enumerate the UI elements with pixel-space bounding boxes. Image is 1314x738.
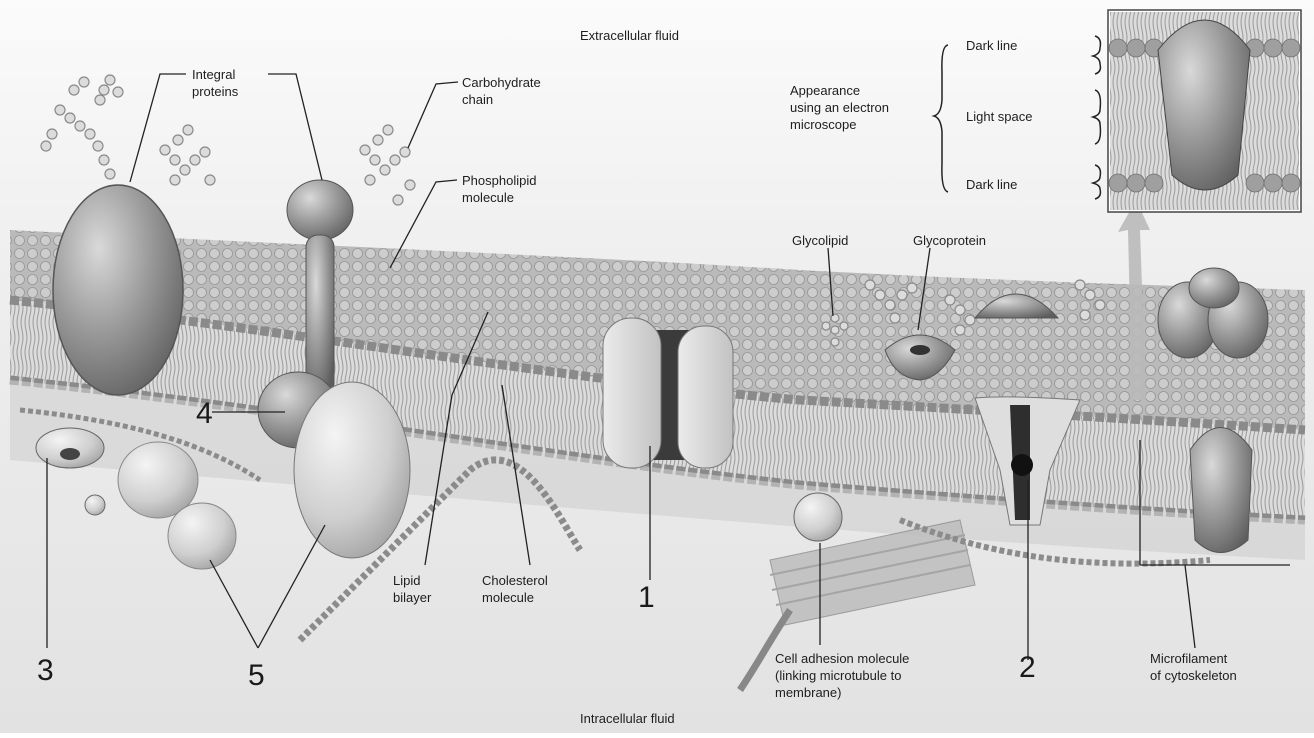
number-5: 5 (248, 660, 265, 692)
glycoprotein-label: Glycoprotein (913, 232, 986, 249)
protein-pore-3 (60, 448, 80, 460)
peripheral-protein-5b (168, 503, 236, 569)
number-4: 4 (196, 398, 213, 430)
cholesterol-line-1: Cholesterol (482, 572, 548, 589)
cytoskeleton-protein (1190, 428, 1252, 553)
cell-adhesion-line-1: Cell adhesion molecule (775, 650, 909, 667)
dark-line-top-label: Dark line (966, 37, 1017, 54)
lipid-bilayer-line-2: bilayer (393, 589, 431, 606)
number-3: 3 (37, 655, 54, 687)
gate-ball (1011, 454, 1033, 476)
appearance-line-1: Appearance (790, 82, 889, 99)
integral-proteins-line-2: proteins (192, 83, 238, 100)
glycolipid-label: Glycolipid (792, 232, 848, 249)
carbohydrate-line-2: chain (462, 91, 541, 108)
microfilament-line-2: of cytoskeleton (1150, 667, 1237, 684)
cholesterol-label: Cholesterol molecule (482, 572, 548, 606)
number-2: 2 (1019, 652, 1036, 684)
light-space-label: Light space (966, 108, 1033, 125)
cell-adhesion-line-3: membrane) (775, 684, 909, 701)
phospholipid-line-2: molecule (462, 189, 536, 206)
intracellular-label: Intracellular fluid (580, 710, 675, 727)
cell-adhesion-molecule (794, 493, 842, 541)
cell-adhesion-label: Cell adhesion molecule (linking microtub… (775, 650, 909, 701)
number-1: 1 (638, 582, 655, 614)
channel-protein (603, 318, 733, 468)
microfilament-line-1: Microfilament (1150, 650, 1237, 667)
small-sphere (85, 495, 105, 515)
extracellular-label: Extracellular fluid (580, 27, 679, 44)
integral-proteins-label: Integral proteins (192, 66, 238, 100)
microfilament-label: Microfilament of cytoskeleton (1150, 650, 1237, 684)
integral-proteins-line-1: Integral (192, 66, 238, 83)
appearance-line-3: microscope (790, 116, 889, 133)
electron-microscope-inset (1108, 10, 1301, 212)
phospholipid-line-1: Phospholipid (462, 172, 536, 189)
integral-protein-large (53, 185, 183, 395)
lipid-bilayer-label: Lipid bilayer (393, 572, 431, 606)
lipid-bilayer-line-1: Lipid (393, 572, 431, 589)
dark-line-bottom-label: Dark line (966, 176, 1017, 193)
cell-adhesion-line-2: (linking microtubule to (775, 667, 909, 684)
cholesterol-line-2: molecule (482, 589, 548, 606)
phospholipid-label: Phospholipid molecule (462, 172, 536, 206)
carbohydrate-chain-label: Carbohydrate chain (462, 74, 541, 108)
appearance-line-2: using an electron (790, 99, 889, 116)
appearance-label: Appearance using an electron microscope (790, 82, 889, 133)
carbohydrate-line-1: Carbohydrate (462, 74, 541, 91)
